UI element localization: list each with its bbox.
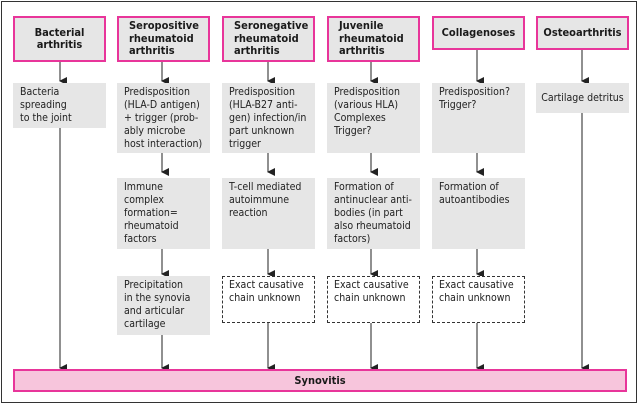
step-bacteria-spreading: Bacteria spreading to the joint xyxy=(13,83,106,128)
step-tcell-reaction: T-cell mediated autoimmune reaction xyxy=(222,178,315,249)
outcome-synovitis: Synovitis xyxy=(13,369,627,392)
header-juvenile-ra: Juvenile rheumatoid arthritis xyxy=(327,16,420,62)
step-juvenile-unknown-chain: Exact causative chain unknown xyxy=(327,276,420,323)
step-precipitation: Precipitation in the synovia and articul… xyxy=(117,276,210,335)
step-antinuclear-antibodies: Formation of antinuclear anti- bodies (i… xyxy=(327,178,420,249)
step-seroneg-unknown-chain: Exact causative chain unknown xyxy=(222,276,315,323)
header-collagenoses: Collagenoses xyxy=(432,16,525,50)
step-cartilage-detritus: Cartilage detritus xyxy=(536,83,629,113)
step-juvenile-predisposition: Predisposition (various HLA) Complexes T… xyxy=(327,83,420,153)
step-collagenoses-unknown-chain: Exact causative chain unknown xyxy=(432,276,525,323)
step-autoantibodies: Formation of autoantibodies xyxy=(432,178,525,249)
step-seropos-predisposition: Predisposition (HLA-D antigen) + trigger… xyxy=(117,83,210,153)
step-collagenoses-predisposition: Predisposition? Trigger? xyxy=(432,83,525,153)
header-seronegative-ra: Seronegative rheumatoid arthritis xyxy=(222,16,315,62)
header-seropositive-ra: Seropositive rheumatoid arthritis xyxy=(117,16,210,62)
step-seroneg-predisposition: Predisposition (HLA-B27 anti- gen) infec… xyxy=(222,83,315,153)
header-osteoarthritis: Osteoarthritis xyxy=(536,16,629,50)
header-bacterial-arthritis: Bacterial arthritis xyxy=(13,16,106,62)
step-immune-complex: Immune complex formation= rheumatoid fac… xyxy=(117,178,210,249)
